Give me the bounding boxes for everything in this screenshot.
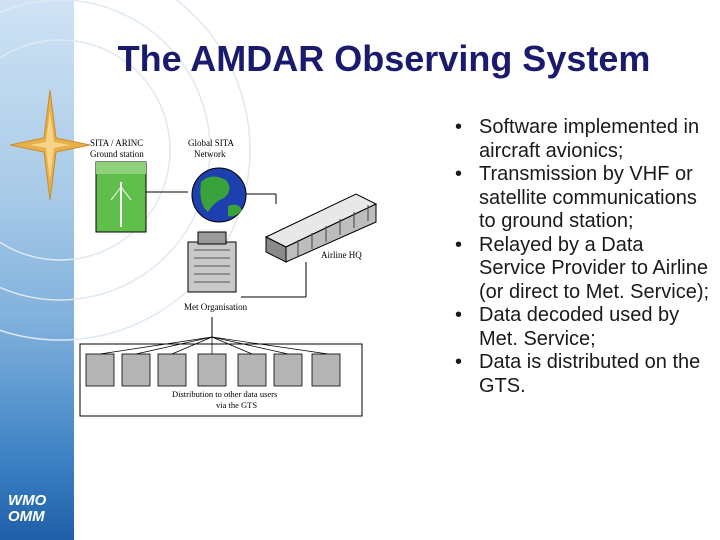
amdar-diagram: SITA / ARINC Ground station Global SITA … bbox=[79, 138, 378, 417]
distribution-fan-lines bbox=[99, 336, 329, 355]
bullet-dot-icon: • bbox=[455, 304, 463, 326]
flow-arrows bbox=[146, 191, 307, 337]
bullet-item: • Relayed by a Data Service Provider to A… bbox=[450, 234, 712, 305]
bullet-dot-icon: • bbox=[455, 351, 463, 373]
bullet-dot-icon: • bbox=[455, 163, 463, 185]
airline-hq-building-icon bbox=[264, 193, 378, 263]
bullet-list: • Software implemented in aircraft avioni… bbox=[450, 116, 712, 398]
met-label: Met Organisation bbox=[184, 302, 248, 312]
left-decorative-strip bbox=[0, 0, 74, 540]
bullet-item: • Data is distributed on the GTS. bbox=[450, 351, 712, 398]
wmo-logo: WMO OMM bbox=[8, 492, 47, 525]
network-label-2: Network bbox=[194, 149, 226, 159]
airline-label: Airline HQ bbox=[321, 250, 362, 260]
bullet-text: Software implemented in aircraft avionic… bbox=[479, 116, 700, 162]
ground-station-label-2: Ground station bbox=[90, 149, 144, 159]
ground-station-label-1: SITA / ARINC bbox=[90, 138, 143, 148]
bullet-dot-icon: • bbox=[455, 233, 463, 256]
bullet-text: Data is distributed on the GTS. bbox=[479, 351, 701, 397]
globe-icon bbox=[191, 167, 247, 223]
slide-title: The AMDAR Observing System bbox=[117, 38, 651, 79]
bullet-item: • Data decoded used by Met. Service; bbox=[450, 304, 712, 351]
bullet-text: Transmission by VHF or satellite communi… bbox=[479, 163, 697, 232]
distribution-label-2: via the GTS bbox=[216, 400, 257, 410]
bullet-text: Data decoded used by Met. Service; bbox=[479, 304, 680, 350]
decorative-arcs bbox=[0, 0, 251, 341]
ground-station-icon bbox=[95, 161, 147, 233]
distribution-label-1: Distribution to other data users bbox=[172, 389, 277, 399]
bullet-item: • Transmission by VHF or satellite commun… bbox=[450, 163, 712, 234]
server-icons bbox=[85, 353, 341, 387]
bullet-item: • Software implemented in aircraft avioni… bbox=[450, 116, 712, 163]
bullet-dot-icon: • bbox=[455, 116, 463, 138]
compass-star-icon bbox=[10, 90, 90, 200]
bullet-text: Relayed by a Data Service Provider to Ai… bbox=[479, 233, 710, 303]
met-organisation-building-icon bbox=[187, 231, 237, 293]
network-label-1: Global SITA bbox=[188, 138, 235, 148]
